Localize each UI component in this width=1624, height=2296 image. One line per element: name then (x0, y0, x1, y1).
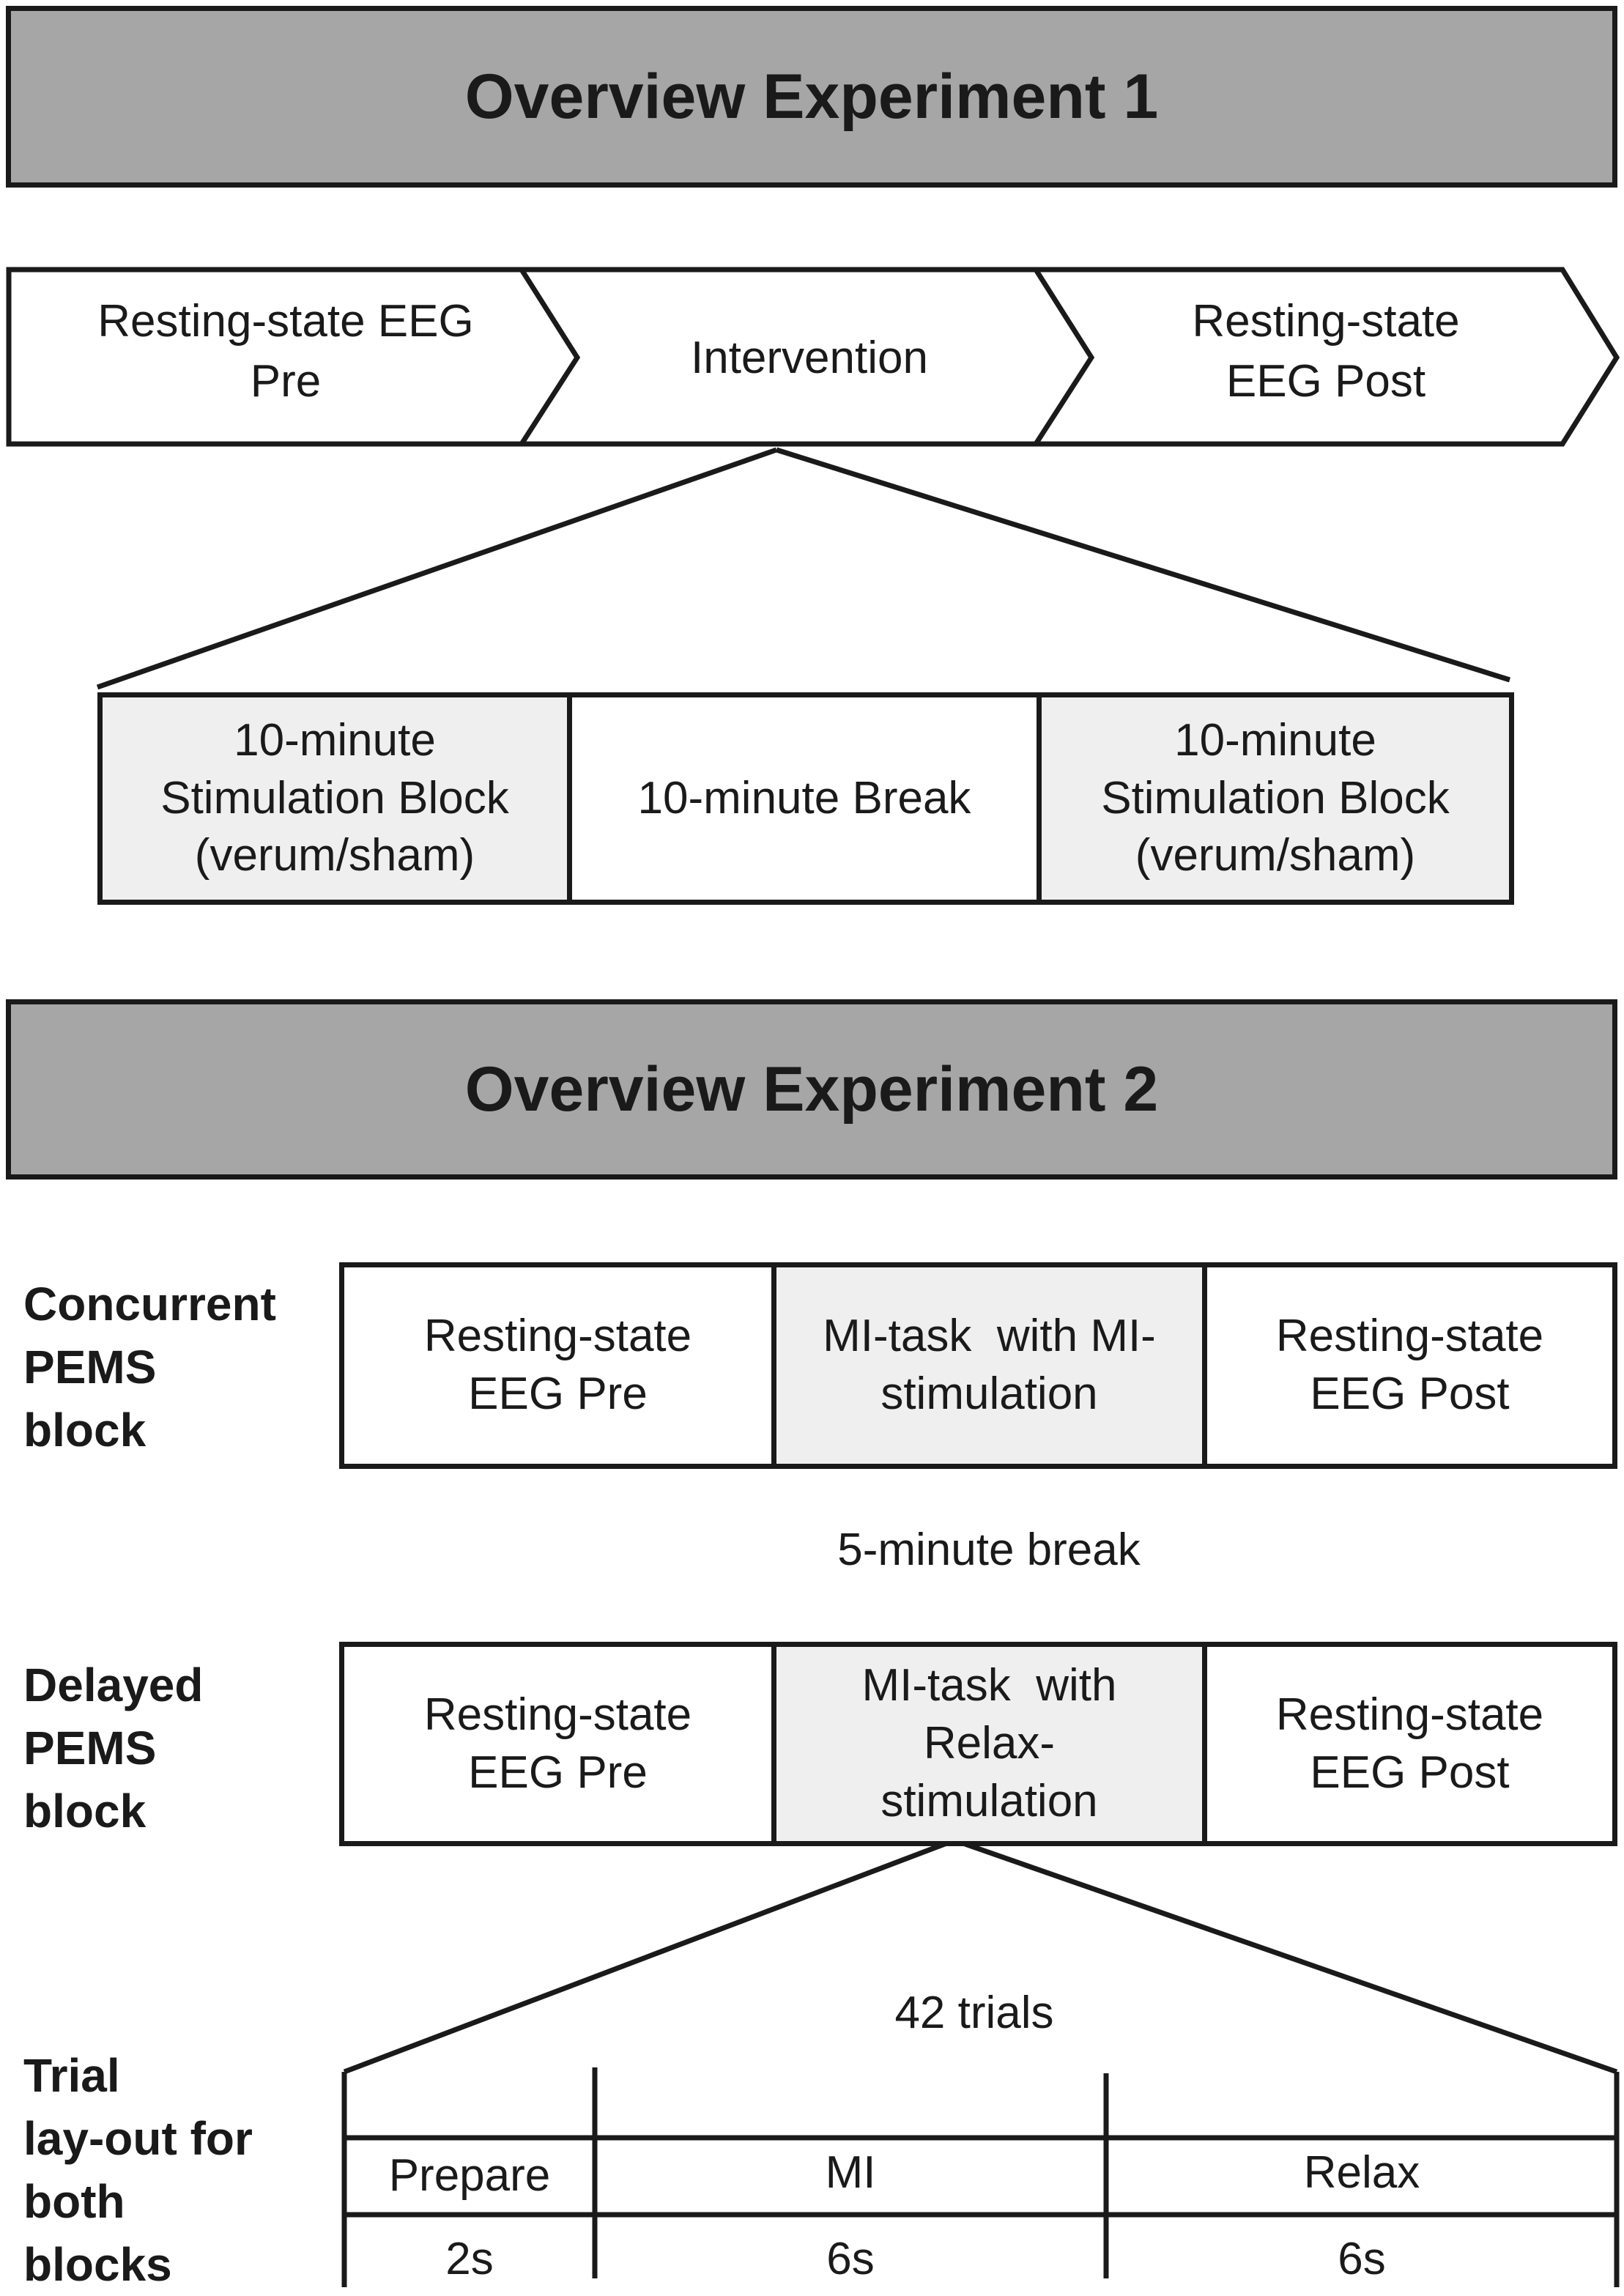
phase-prepare-duration: 2s (445, 2234, 494, 2284)
stim-block-1-line1: 10-minute (234, 714, 436, 766)
phase-mi-duration: 6s (826, 2234, 875, 2284)
delayed-label-line2: PEMS (23, 1721, 157, 1774)
concurrent-cell-2-line1: MI-task with MI- (823, 1311, 1156, 1362)
stim-block-2-line3: (verum/sham) (1135, 830, 1416, 881)
concurrent-cell-1-line1: Resting-state (423, 1311, 692, 1362)
five-minute-break: 5-minute break (837, 1525, 1141, 1575)
delayed-cell-2-line1: MI-task with (861, 1660, 1117, 1711)
concurrent-cell-3-line1: Resting-state (1275, 1311, 1544, 1362)
concurrent-label-line2: PEMS (23, 1340, 157, 1393)
expand-line-right-2 (953, 1837, 1618, 2075)
trials-count: 42 trials (894, 1988, 1054, 2038)
chevron-resting-post (1031, 267, 1620, 447)
concurrent-label: Concurrent PEMS block (23, 1273, 276, 1462)
concurrent-cell-3-line2: EEG Post (1310, 1369, 1510, 1419)
trial-label-line4: blocks (23, 2238, 172, 2291)
chevron-resting-post-label: Resting-state EEG Post (1077, 292, 1575, 412)
chevron-resting-post-line2: EEG Post (1226, 356, 1426, 407)
chevron-resting-pre-label: Resting-state EEG Pre (29, 292, 542, 412)
delayed-label-line3: block (23, 1784, 147, 1837)
phase-mi-name: MI (825, 2147, 876, 2198)
experiment1-title: Overview Experiment 1 (464, 61, 1159, 132)
delayed-cell-resting-pre: Resting-state EEG Pre (339, 1642, 776, 1846)
chevron-intervention-line1: Intervention (691, 333, 928, 383)
delayed-label: Delayed PEMS block (23, 1654, 203, 1843)
expand-line-left-1 (96, 447, 778, 690)
concurrent-cell-2-line2: stimulation (880, 1369, 1098, 1419)
stim-block-1-line3: (verum/sham) (194, 830, 475, 881)
phase-relax-name: Relax (1303, 2147, 1420, 2198)
delayed-cell-resting-post: Resting-state EEG Post (1202, 1642, 1617, 1846)
concurrent-cell-1-line2: EEG Pre (468, 1369, 648, 1419)
chevron-resting-pre-line1: Resting-state EEG (97, 296, 474, 347)
phase-relax-duration: 6s (1338, 2234, 1386, 2284)
break-block: 10-minute Break (567, 692, 1042, 905)
delayed-cell-1-line2: EEG Pre (468, 1747, 648, 1798)
trial-label-line1: Trial (23, 2049, 120, 2102)
stim-block-1-line2: Stimulation Block (160, 772, 509, 823)
experiment2-header: Overview Experiment 2 (6, 999, 1617, 1180)
expand-line-left-2 (343, 1837, 956, 2075)
delayed-cell-2-line3: stimulation (880, 1775, 1098, 1826)
trial-layout-label: Trial lay-out for both blocks (23, 2044, 253, 2296)
concurrent-label-line3: block (23, 1403, 147, 1456)
delayed-label-line1: Delayed (23, 1659, 204, 1711)
experiment1-header: Overview Experiment 1 (6, 6, 1617, 188)
expand-line-right-1 (775, 447, 1511, 683)
stimulation-block-2: 10-minute Stimulation Block (verum/sham) (1037, 692, 1514, 905)
stim-block-2-line2: Stimulation Block (1101, 772, 1450, 823)
delayed-cell-mi-task: MI-task with Relax- stimulation (771, 1642, 1207, 1846)
delayed-cell-2-line2: Relax- (923, 1718, 1056, 1769)
experiment2-title: Overview Experiment 2 (464, 1053, 1159, 1125)
delayed-cell-1-line1: Resting-state (423, 1689, 692, 1740)
stim-block-2-line1: 10-minute (1174, 714, 1376, 766)
concurrent-cell-resting-pre: Resting-state EEG Pre (339, 1262, 776, 1469)
delayed-cell-3-line2: EEG Post (1310, 1747, 1510, 1798)
trial-label-line3: both (23, 2175, 125, 2228)
stimulation-block-1: 10-minute Stimulation Block (verum/sham) (97, 692, 572, 905)
chevron-resting-pre-line2: Pre (250, 356, 322, 407)
concurrent-label-line1: Concurrent (23, 1278, 276, 1330)
delayed-cell-3-line1: Resting-state (1275, 1689, 1544, 1740)
concurrent-cell-resting-post: Resting-state EEG Post (1202, 1262, 1617, 1469)
concurrent-cell-mi-task: MI-task with MI- stimulation (771, 1262, 1207, 1469)
break-block-line1: 10-minute Break (637, 772, 971, 823)
phase-prepare-name: Prepare (388, 2150, 551, 2201)
chevron-resting-post-line1: Resting-state (1192, 296, 1460, 347)
chevron-intervention-label: Intervention (579, 328, 1040, 388)
trial-label-line2: lay-out for (23, 2112, 253, 2165)
